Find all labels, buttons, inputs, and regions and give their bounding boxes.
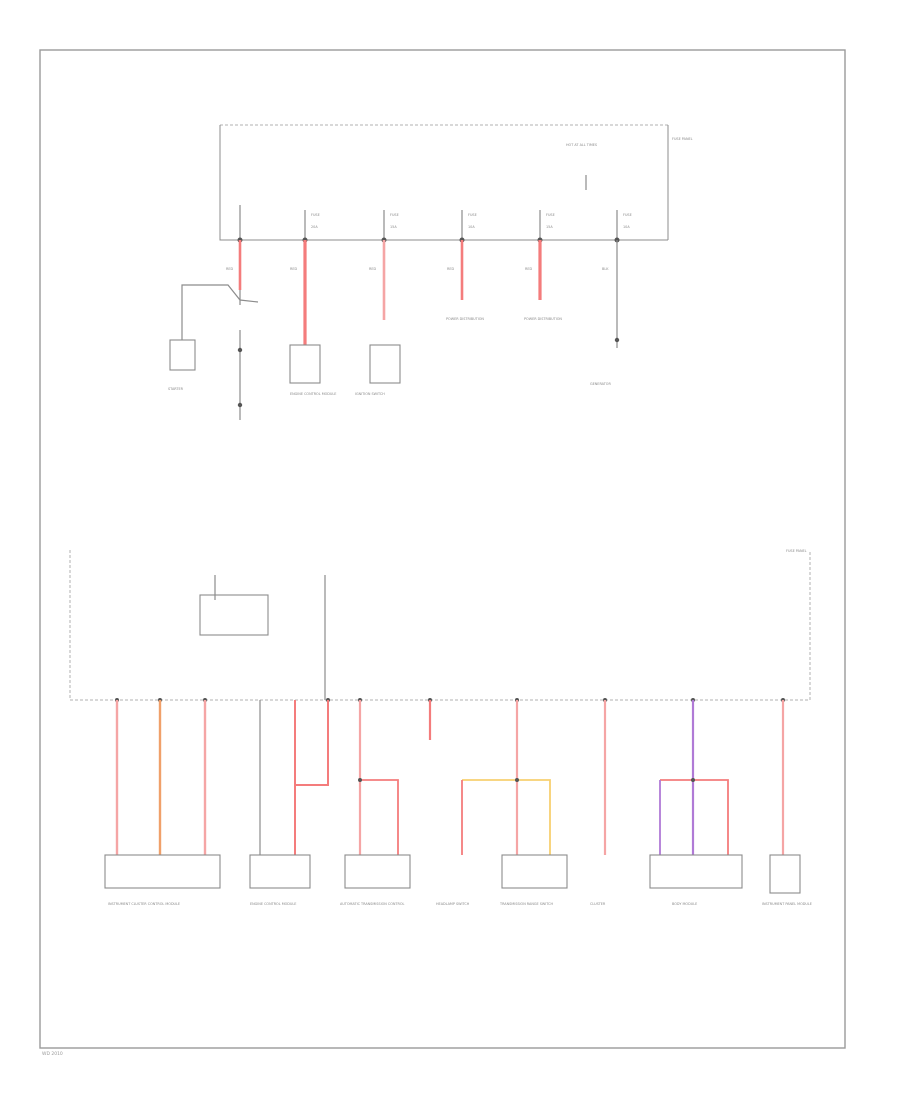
box-ecm: ENGINE CONTROL MODULE — [249, 854, 311, 906]
box-transmission-control: AUTOMATIC TRANSMISSION CONTROL — [340, 854, 411, 906]
box-cluster: CLUSTER — [590, 902, 606, 906]
svg-text:FUSE: FUSE — [546, 213, 555, 217]
top-ign-switch-box: IGNITION SWITCH — [355, 344, 401, 396]
top-fuse-2: FUSE 20A — [302, 210, 320, 243]
box-ip-module: INSTRUMENT PANEL MODULE — [762, 854, 812, 906]
top-ecm-box: ENGINE CONTROL MODULE — [289, 344, 336, 396]
svg-text:FUSE: FUSE — [390, 213, 399, 217]
diagram-frame — [39, 49, 846, 1049]
svg-text:ENGINE CONTROL MODULE: ENGINE CONTROL MODULE — [250, 902, 296, 906]
top-fuse-6: FUSE 10A — [614, 210, 632, 243]
svg-text:POWER DISTRIBUTION: POWER DISTRIBUTION — [524, 317, 562, 321]
svg-text:POWER DISTRIBUTION: POWER DISTRIBUTION — [446, 317, 484, 321]
starter-box: STARTER — [168, 339, 196, 391]
svg-text:10A: 10A — [623, 225, 630, 229]
svg-text:BODY MODULE: BODY MODULE — [672, 902, 697, 906]
box-trans-range: TRANSMISSION RANGE SWITCH — [499, 854, 568, 906]
b-branch-2 — [462, 779, 551, 855]
svg-text:INSTRUMENT CLUSTER CONTROL MOD: INSTRUMENT CLUSTER CONTROL MODULE — [108, 902, 180, 906]
svg-text:15A: 15A — [390, 225, 397, 229]
top-fuse-5: FUSE 15A — [537, 210, 555, 243]
svg-text:IGNITION SWITCH: IGNITION SWITCH — [355, 392, 385, 396]
svg-text:RED: RED — [447, 267, 454, 271]
svg-text:STARTER: STARTER — [168, 387, 184, 391]
svg-text:GENERATOR: GENERATOR — [590, 382, 611, 386]
top-note: HOT AT ALL TIMES — [566, 143, 597, 147]
svg-text:RED: RED — [226, 267, 233, 271]
b-branch-4 — [660, 779, 729, 855]
box-body-module: BODY MODULE — [649, 854, 743, 906]
top-generator: GENERATOR — [590, 337, 620, 386]
svg-text:BLK: BLK — [602, 267, 609, 271]
svg-text:HEADLAMP SWITCH: HEADLAMP SWITCH — [436, 902, 470, 906]
svg-text:INSTRUMENT PANEL MODULE: INSTRUMENT PANEL MODULE — [762, 902, 812, 906]
svg-text:RED: RED — [369, 267, 376, 271]
bottom-bus-label: FUSE PANEL — [786, 549, 807, 553]
footer-code: WD 2010 — [42, 1051, 63, 1057]
svg-text:20A: 20A — [311, 225, 318, 229]
bottom-circuit: FUSE PANEL — [69, 549, 812, 906]
b-branch-1 — [360, 779, 399, 855]
top-fuse-1 — [237, 205, 243, 243]
top-fuse-4: FUSE 10A — [459, 210, 477, 243]
top-power-dist-2: POWER DISTRIBUTION — [524, 317, 562, 321]
svg-text:AUTOMATIC TRANSMISSION CONTROL: AUTOMATIC TRANSMISSION CONTROL — [340, 902, 405, 906]
starter-relay — [181, 284, 259, 420]
b-wire-6 — [295, 700, 329, 786]
svg-text:RED: RED — [525, 267, 532, 271]
box-headlamp-switch: HEADLAMP SWITCH — [436, 902, 470, 906]
svg-text:10A: 10A — [468, 225, 475, 229]
svg-text:TRANSMISSION RANGE SWITCH: TRANSMISSION RANGE SWITCH — [499, 902, 553, 906]
top-fuse-3: FUSE 15A — [381, 210, 399, 243]
top-circuit: FUSE PANEL HOT AT ALL TIMES FUSE 20A FUS… — [168, 124, 693, 420]
svg-text:CLUSTER: CLUSTER — [590, 902, 606, 906]
top-bus-line — [219, 125, 668, 241]
svg-text:FUSE: FUSE — [311, 213, 320, 217]
svg-text:RED: RED — [290, 267, 297, 271]
top-bus-label: FUSE PANEL — [672, 137, 693, 141]
bottom-relay-box — [199, 594, 269, 636]
bottom-relay-leads — [214, 575, 326, 700]
svg-text:FUSE: FUSE — [468, 213, 477, 217]
svg-text:15A: 15A — [546, 225, 553, 229]
box-instrument-cluster: INSTRUMENT CLUSTER CONTROL MODULE — [104, 854, 221, 906]
svg-text:FUSE: FUSE — [623, 213, 632, 217]
svg-text:ENGINE CONTROL MODULE: ENGINE CONTROL MODULE — [290, 392, 336, 396]
bottom-fuse-bus — [69, 550, 811, 701]
top-power-dist-1: POWER DISTRIBUTION — [446, 317, 484, 321]
